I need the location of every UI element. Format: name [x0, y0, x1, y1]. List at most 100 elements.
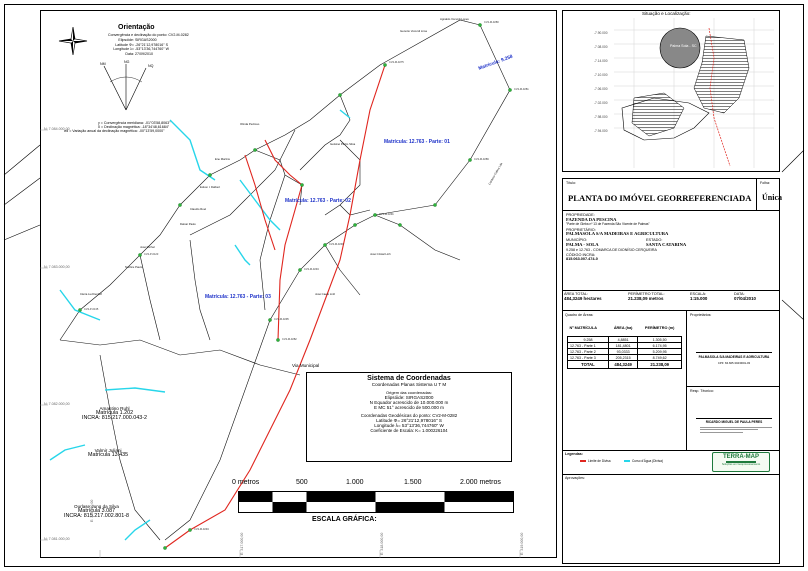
scale-bar	[238, 491, 514, 513]
summary-row: ÁREA TOTAL:484,3249 hectares PERÍMETRO T…	[564, 292, 778, 302]
hline	[562, 474, 780, 475]
neighbour-amantino-incra: INCRA: 815.217.000.043-2	[82, 415, 148, 422]
codigo: 815.063.007.474-0	[566, 257, 598, 262]
coord-geo-line: Latitude Φ= 26°21'12,978016" S	[376, 418, 442, 423]
via-municipal-label: Via Municipal	[292, 363, 320, 368]
divisa-swatch-icon	[580, 460, 586, 462]
neighbour-ourlase-incra: INCRA: 815.217.002.801-8	[64, 513, 130, 520]
svg-text:Ene Martins: Ene Martins	[215, 157, 231, 161]
property-boundary	[164, 64, 386, 549]
svg-text:CV2-M-0294: CV2-M-0294	[194, 527, 209, 531]
svg-text:CV2-M-0275: CV2-M-0275	[389, 60, 404, 64]
coord-system-box: Sistema de Coordenadas Coordenadas Plana…	[306, 372, 512, 462]
grid-n-3: N: 7.082.000,00	[44, 402, 70, 406]
hline	[562, 450, 780, 451]
north-arrow-icon	[58, 26, 88, 56]
titulo-label: Título:	[566, 181, 576, 185]
declination-diagram	[103, 64, 147, 111]
quadro-label: Quadro de Áreas:	[565, 313, 594, 317]
perimetro-label: PERÍMETRO TOTAL:	[628, 292, 665, 296]
areas-table: Nº MATRÍCULA ÁREA (ha) PERÍMETRO (m) 9.2…	[567, 325, 682, 369]
hline	[562, 290, 780, 291]
orientation-rows: Elipsóide: SIRGAS2000 Latitude Φ= -26°21…	[112, 38, 169, 56]
owner-cnpj: CPF: 84.825.304/0001-03	[717, 361, 751, 365]
neighbour-amantino-matricula: Matrícula 1.202	[95, 410, 134, 417]
proprietarios-label: Proprietários:	[690, 313, 712, 317]
folha: Única	[762, 193, 782, 202]
grid-n-1: N: 7.084.000,00	[44, 127, 70, 131]
coord-geo-line: Longitude λ= 53°13'36,744760" W	[374, 423, 444, 428]
orientation-row: Latitude Φ= -26°21'12,978016" S	[115, 42, 168, 47]
table-row: 12.763 - Parte 3 205,2315 8.749,62	[567, 354, 682, 361]
svg-text:Genério Vocurdi Lima: Genério Vocurdi Lima	[400, 29, 427, 33]
grid-e-4: E: 319.000,00	[520, 532, 524, 555]
aprovacoes-label: Aprovações:	[565, 476, 585, 480]
neighbour-valmir-matricula: Matrícula 13.435	[88, 452, 129, 459]
area-label: ÁREA TOTAL:	[564, 292, 589, 296]
grid-n-4: N: 7.081.000,00	[44, 537, 70, 541]
grid-e-2: E: 317.000,00	[240, 532, 244, 555]
resp-details	[700, 425, 772, 434]
hline	[686, 386, 780, 387]
legend-item-divisa: Limite de Divisa	[580, 459, 611, 463]
propriedade-label: PROPRIEDADE:	[566, 213, 595, 217]
svg-text:CV2-P-0135: CV2-P-0135	[84, 307, 99, 311]
neighbour-valmir: Valmir Juliani Matrícula 13.435	[88, 448, 128, 458]
svg-text:CV2-M-0280: CV2-M-0280	[484, 20, 499, 24]
escala: 1:15.000	[690, 295, 708, 301]
grid-n-2: N: 7.083.000,00	[44, 265, 70, 269]
neighbour-ourlase-name: Ourlase Jung da Silva	[74, 504, 119, 509]
grid-e-3: E: 318.000,00	[380, 532, 384, 555]
propriedade-sub: "Parte de Gleba nº 13 de Fazenda São Vic…	[566, 222, 650, 227]
estado: SANTA CATARINA	[646, 241, 687, 247]
resp-signature-line	[696, 418, 772, 419]
svg-text:Agnaldo Vocurdi Lopes: Agnaldo Vocurdi Lopes	[440, 17, 469, 21]
svg-text:CV2-P-0123: CV2-P-0123	[144, 252, 159, 256]
coord-system-subtitle: Coordenadas Planas Sistema U T M	[371, 382, 447, 387]
svg-text:CV2-M-0293: CV2-M-0293	[329, 242, 344, 246]
svg-text:José Cristal Linh: José Cristal Linh	[370, 252, 391, 256]
svg-text:CV2-M-0281: CV2-M-0281	[514, 87, 529, 91]
coord-line: E MC 51° acrescido de 500.000 m	[373, 405, 444, 410]
resp-label: Resp. Técnico:	[690, 389, 714, 393]
table-header: Nº MATRÍCULA ÁREA (ha) PERÍMETRO (m)	[568, 325, 682, 331]
svg-text:CV2-M-0289: CV2-M-0289	[474, 157, 489, 161]
title-block-frame	[562, 178, 780, 564]
orientation-row: Elipsóide: SIRGAS2000	[118, 38, 157, 42]
data: 07/04/2010	[734, 295, 756, 301]
orientation-subtitle: Convergência e declinação do ponto: CV2-…	[108, 33, 189, 37]
location-map	[614, 18, 774, 168]
titulo-divider	[756, 178, 757, 210]
svg-text:Cleria Luchtenhof: Cleria Luchtenhof	[80, 292, 102, 296]
location-frame	[562, 10, 780, 172]
svg-text:CV2-M-0295: CV2-M-0295	[274, 317, 289, 321]
table-header-cell: ÁREA (ha)	[613, 326, 633, 330]
coord-line: Elipsóide: SIRGAS2000	[384, 395, 434, 400]
svg-text:Narilice Paulo: Narilice Paulo	[125, 265, 143, 269]
svg-text:CV2-M-0294: CV2-M-0294	[304, 267, 319, 271]
scale-label-2000: 2.000 metros	[460, 479, 501, 486]
table-cell: 21.238,09	[637, 360, 682, 369]
data-label: DATA:	[734, 292, 745, 296]
vertex-markers	[78, 23, 512, 550]
svg-text:Olinda Pedroso: Olinda Pedroso	[240, 122, 260, 126]
codigo-label: CÓDIGO INCRA:	[566, 252, 596, 257]
escala-label: ESCALA:	[690, 292, 707, 296]
matricula-label-parte-02: Matrícula: 12.763 - Parte: 02	[285, 198, 351, 204]
coord-geo-line: Coeficiente de Escala: K= 1.000226104	[370, 428, 448, 433]
table-cell: TOTAL	[567, 360, 609, 369]
legendas-label: Legendas:	[565, 452, 583, 456]
titulo: PLANTA DO IMÓVEL GEORREFERENCIADA	[568, 193, 752, 203]
matricula-label-parte-01: Matrícula: 12.763 - Parte: 01	[384, 139, 450, 145]
svg-text:Cardoso Galina Lda: Cardoso Galina Lda	[487, 162, 503, 186]
water-courses	[49, 109, 351, 541]
svg-text:Edson I. Dalbert: Edson I. Dalbert	[200, 185, 220, 189]
matricula-label-parte-03: Matrícula: 12.763 - Parte: 03	[205, 294, 271, 300]
coord-origin-title: Origem das coordenadas:	[385, 390, 433, 395]
agua-swatch-icon	[624, 460, 630, 462]
municipio-label: MUNICÍPIO:	[566, 237, 588, 242]
proprietario-label: PROPRIETÁRIO:	[566, 227, 596, 232]
location-title: Situação e Localização:	[642, 11, 691, 16]
